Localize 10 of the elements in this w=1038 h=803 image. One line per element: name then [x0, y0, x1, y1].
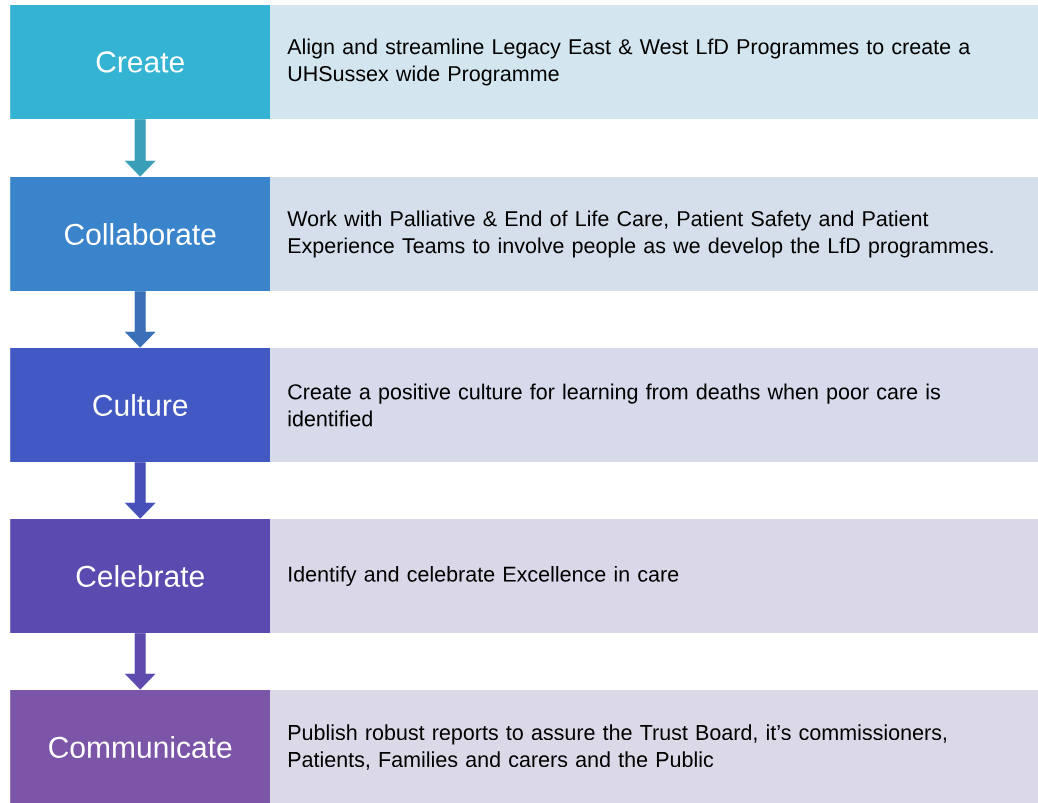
description-panel: Align and streamline Legacy East & West LfD Programmes to create a UHSussex wide Programme — [270, 5, 1038, 119]
step-box: Celebrate — [10, 519, 271, 633]
description-panel: Identify and celebrate Excellence in care — [270, 519, 1038, 633]
description-panel: Create a positive culture for learning from deaths when poor care is identified — [270, 348, 1038, 462]
step-box: Communicate — [10, 690, 271, 803]
step-box: Collaborate — [10, 177, 271, 291]
description-panel: Publish robust reports to assure the Trust Board, it’s commissioners, Patients, Families and carers and the Public — [270, 690, 1038, 803]
step-box: Create — [10, 5, 271, 119]
step-box: Culture — [10, 348, 271, 462]
description-panel: Work with Palliative & End of Life Care, Patient Safety and Patient Experience Teams to involve people as we develop the LfD programmes. — [270, 177, 1038, 291]
